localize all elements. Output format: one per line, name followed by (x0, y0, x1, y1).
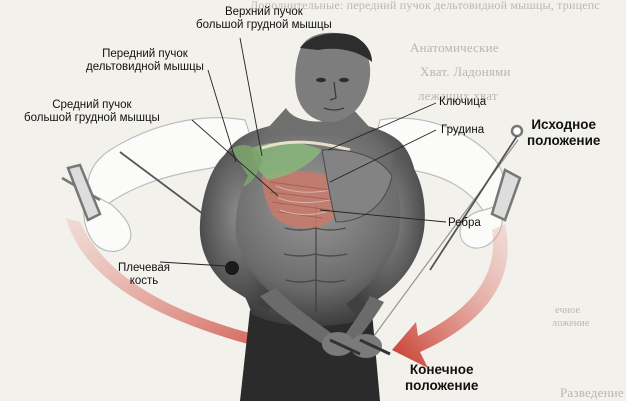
bg-text-17: ложение (552, 318, 590, 329)
bg-text-3: Хват. Ладонями (420, 64, 511, 79)
label-start-position: Исходное положение (527, 117, 601, 148)
right-hand (350, 334, 382, 358)
label-sternum: Грудина (441, 124, 485, 136)
label-front-delt: Передний пучок дельтовидной мышцы (86, 48, 204, 73)
label-clavicle: Ключица (439, 96, 487, 108)
arrow-right (392, 224, 508, 368)
label-middle-pec: Средний пучок большой грудной мышцы (24, 99, 160, 124)
bg-text-4: лежащих хват (418, 88, 498, 103)
label-humerus: Плечевая кость (118, 262, 170, 287)
bg-text-16: ечное (555, 305, 581, 316)
right-cable-handle (490, 124, 524, 222)
label-upper-pec: Верхний пучок большой грудной мышцы (196, 6, 332, 31)
ghost-arm-right (371, 117, 506, 249)
pants (240, 310, 380, 401)
label-end-position: Конечное положение (405, 362, 479, 393)
upper-pec-overlay (252, 142, 322, 180)
bg-text-2: Анатомические (410, 40, 499, 55)
ribs (275, 185, 331, 216)
head (295, 32, 371, 123)
bg-text-1: Дополнительные: передний пучок дельтовид… (250, 0, 600, 12)
pectoral-overlay (262, 170, 344, 229)
clavicle (261, 140, 351, 152)
right-arm (346, 150, 425, 316)
bg-text-11: Разведение (560, 385, 624, 400)
left-arm (199, 150, 280, 312)
left-cable-handle (61, 163, 102, 222)
label-ribs: Ребра (448, 217, 481, 229)
humerus-joint (225, 261, 239, 275)
leader-lines (159, 37, 447, 267)
